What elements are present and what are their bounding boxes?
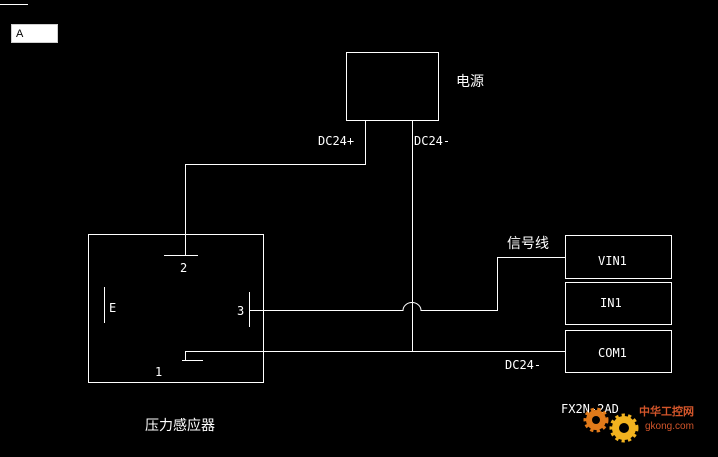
pin-2-label: 2: [180, 261, 187, 275]
pin-1-label: 1: [155, 365, 162, 379]
pressure-sensor-label: 压力感应器: [145, 417, 215, 434]
power-supply-box: [346, 52, 439, 121]
power-supply-label: 电源: [456, 74, 484, 90]
signal-line-label: 信号线: [507, 236, 549, 252]
dc24-minus-top-label: DC24-: [414, 134, 450, 148]
text-labels: 电源 DC24+ DC24- 信号线 VIN1 IN1 COM1 DC24- 2…: [109, 74, 627, 434]
terminal-in1-box: [565, 282, 672, 325]
terminal-vin1-box: [565, 235, 672, 279]
signal-wire: [249, 257, 565, 311]
in1-label: IN1: [600, 296, 622, 310]
layer-name-input[interactable]: A: [11, 24, 58, 43]
common-wire: [185, 351, 565, 360]
watermark-cn-text: 中华工控网: [639, 404, 694, 418]
dc24-minus-bottom-label: DC24-: [505, 358, 541, 372]
top-edge-line: [0, 4, 28, 5]
dc24-plus-wire: [185, 120, 366, 255]
gear-icon: [583, 407, 639, 443]
dc24-plus-label: DC24+: [318, 134, 354, 148]
pin-e-label: E: [109, 301, 116, 315]
pressure-sensor-box: [88, 234, 264, 383]
com1-label: COM1: [598, 346, 627, 360]
gkong-watermark: 中华工控网 gkong.com: [583, 404, 694, 443]
pin-3-label: 3: [237, 304, 244, 318]
wires: [88, 52, 672, 383]
watermark-url-text: gkong.com: [645, 421, 694, 432]
terminal-com1-box: [565, 330, 672, 373]
vin1-label: VIN1: [598, 254, 627, 268]
